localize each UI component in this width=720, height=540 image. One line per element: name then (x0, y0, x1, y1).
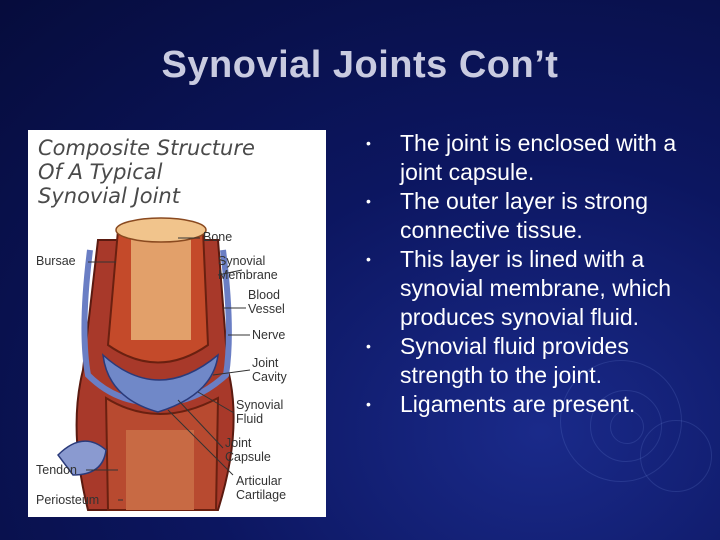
bullet-item: • This layer is lined with a synovial mem… (366, 245, 716, 332)
background-swirl (640, 420, 712, 492)
bullet-list: • The joint is enclosed with a joint caps… (366, 129, 716, 419)
figure-title: Composite Structure Of A Typical Synovia… (38, 136, 255, 208)
bullet-marker: • (366, 193, 371, 209)
figure-title-line: Synovial Joint (38, 184, 180, 208)
bullet-marker: • (366, 396, 371, 412)
bullet-marker: • (366, 135, 371, 151)
label-blood-vessel: Blood Vessel (248, 288, 285, 316)
label-nerve: Nerve (252, 328, 286, 342)
bullet-text: The outer layer is strong connective tis… (400, 188, 649, 243)
bullet-item: • Ligaments are present. (366, 390, 716, 419)
bullet-item: • The outer layer is strong connective ti… (366, 187, 716, 245)
label-synovial-fluid: Synovial Fluid (236, 398, 284, 426)
label-bursae: Bursae (36, 254, 76, 268)
bullet-item: • Synovial fluid provides strength to the… (366, 332, 716, 390)
label-bone: Bone (203, 230, 233, 244)
joint-drawing (57, 217, 251, 511)
bullet-text: Synovial fluid provides strength to the … (400, 333, 629, 388)
bullet-text: The joint is enclosed with a joint capsu… (400, 130, 677, 185)
label-articular-cartilage: Articular Cartilage (236, 474, 287, 502)
bullet-marker: • (366, 338, 371, 354)
figure-title-line: Of A Typical (38, 160, 163, 184)
slide-title: Synovial Joints Con’t (161, 44, 559, 86)
bullet-marker: • (366, 251, 371, 267)
figure-title-line: Composite Structure (38, 136, 255, 160)
synovial-joint-illustration: Composite Structure Of A Typical Synovia… (28, 130, 326, 517)
bullet-text: Ligaments are present. (400, 391, 636, 417)
label-joint-capsule: Joint Capsule (225, 436, 271, 464)
label-joint-cavity: Joint Cavity (252, 356, 287, 384)
label-periosteum: Periosteum (36, 493, 100, 507)
background-swirl (610, 410, 644, 444)
bullet-item: • The joint is enclosed with a joint caps… (366, 129, 716, 187)
label-tendon: Tendon (36, 463, 78, 477)
bullet-text: This layer is lined with a synovial memb… (400, 246, 672, 330)
label-synovial-membrane: Synovial Membrane (218, 254, 278, 282)
